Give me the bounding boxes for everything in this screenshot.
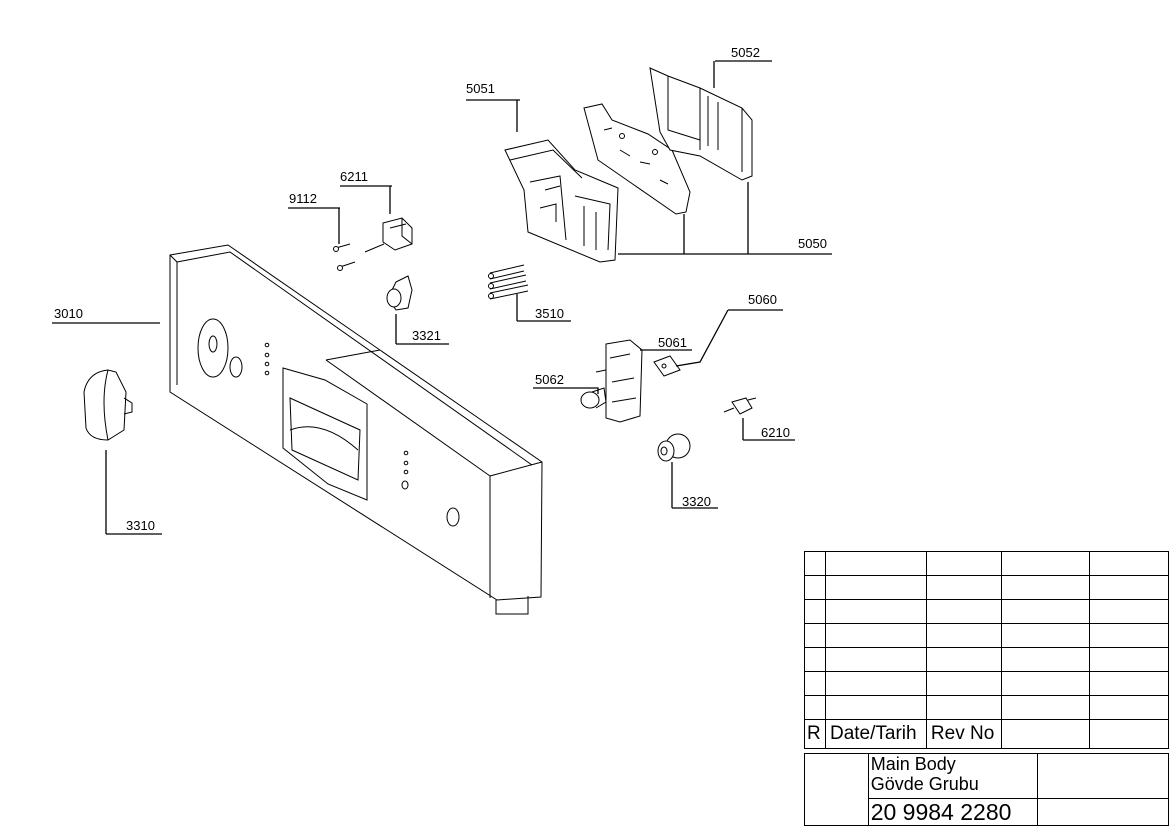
callout-6211: 6211 — [340, 169, 368, 184]
callout-5050: 5050 — [798, 236, 827, 251]
rotary-switch-part — [364, 217, 413, 253]
callout-3510: 3510 — [535, 306, 564, 321]
part-number: 20 9984 2280 — [867, 798, 1038, 826]
callout-labels: 5052 5051 6211 9112 5050 3010 3510 5060 … — [54, 45, 827, 533]
pcb-board-part — [583, 103, 691, 215]
title-line-1: Main Body — [870, 754, 956, 774]
revision-header-rev-no: Rev No — [925, 719, 1002, 749]
knob-part — [83, 369, 133, 441]
display-module-part — [595, 339, 643, 423]
revision-row — [804, 575, 1169, 600]
revision-header-r: R — [804, 719, 826, 749]
revision-row — [804, 695, 1169, 720]
callout-5051: 5051 — [466, 81, 495, 96]
revision-row — [804, 623, 1169, 648]
callout-9112: 9112 — [289, 191, 317, 206]
screws-part — [333, 243, 356, 271]
small-board-part — [653, 355, 681, 377]
light-guides-part — [488, 264, 529, 300]
small-switch-part — [723, 397, 757, 415]
module-housing-part — [504, 139, 619, 263]
control-panel-body — [169, 244, 543, 615]
callout-5060: 5060 — [748, 292, 777, 307]
push-button-part — [580, 387, 607, 409]
revision-row — [804, 671, 1169, 696]
revision-row — [804, 551, 1169, 576]
callout-5052: 5052 — [731, 45, 760, 60]
revision-row — [804, 599, 1169, 624]
title-block: R Date/Tarih Rev No Main Body Gövde Grub… — [804, 551, 1169, 826]
callout-5062: 5062 — [535, 372, 564, 387]
revision-row — [804, 647, 1169, 672]
callout-5061: 5061 — [658, 335, 687, 350]
title-line-2: Gövde Grubu — [870, 774, 979, 794]
callout-3010: 3010 — [54, 306, 83, 321]
title-info-table: Main Body Gövde Grubu 20 9984 2280 — [804, 753, 1169, 826]
round-knob-part — [657, 433, 691, 462]
callout-6210: 6210 — [761, 425, 790, 440]
revision-header-date: Date/Tarih — [824, 719, 927, 749]
button-part — [386, 275, 413, 311]
module-cover-part — [649, 67, 753, 181]
callout-3320: 3320 — [682, 494, 711, 509]
leader-lines — [52, 60, 832, 535]
callout-3321: 3321 — [412, 328, 441, 343]
revision-table: R Date/Tarih Rev No — [804, 551, 1169, 749]
revision-header-row: R Date/Tarih Rev No — [804, 719, 1169, 749]
callout-3310: 3310 — [126, 518, 155, 533]
